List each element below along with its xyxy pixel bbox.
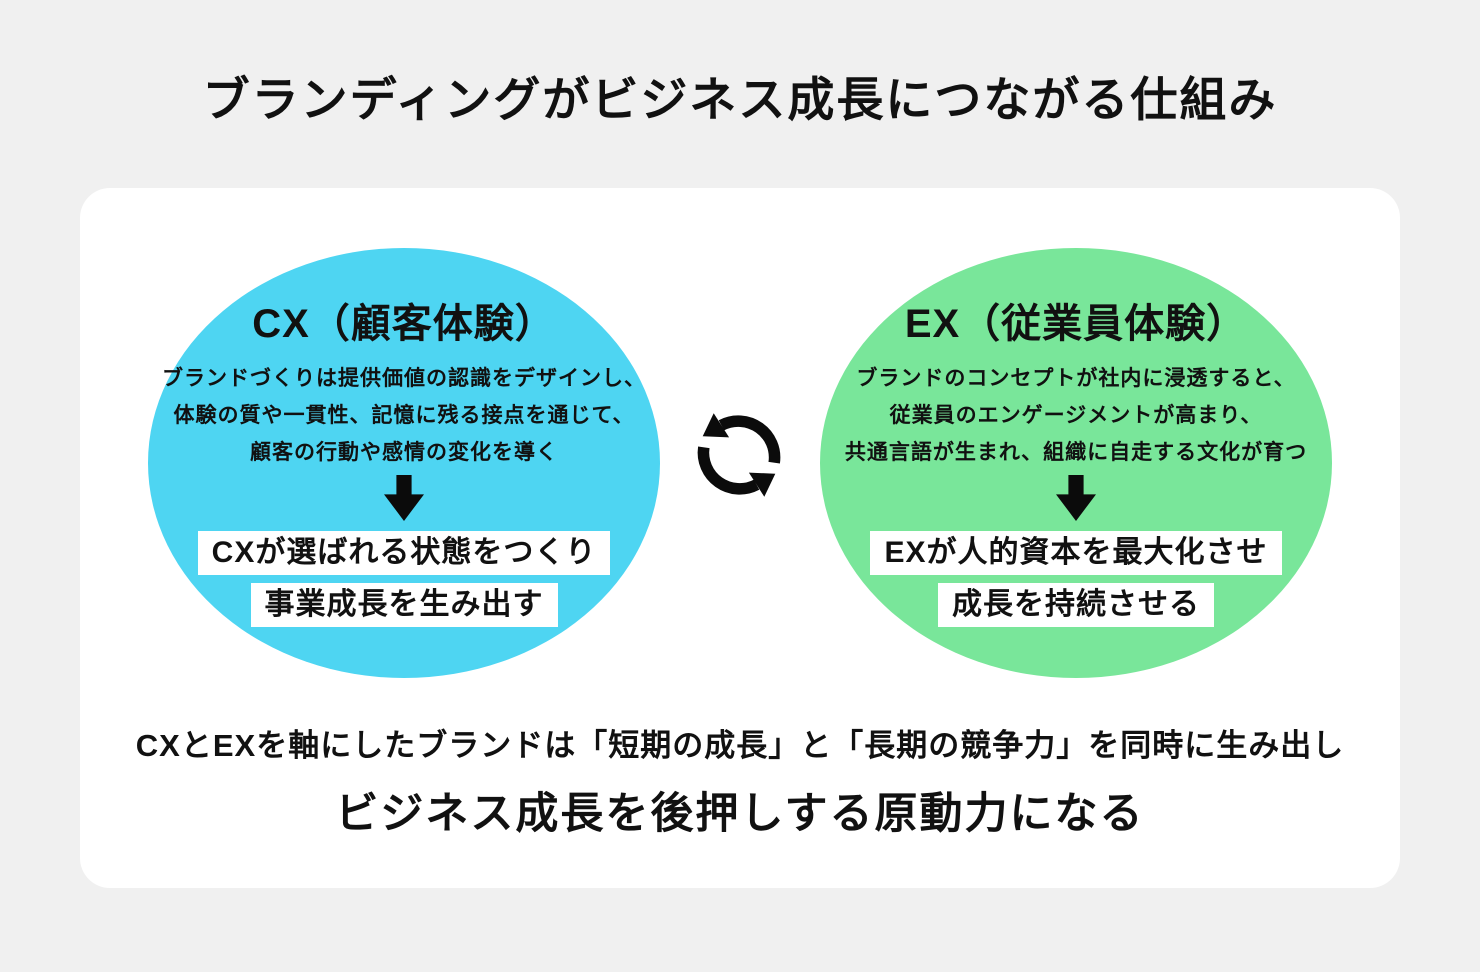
- cx-heading: CX（顧客体験）: [252, 302, 556, 346]
- diagram-card: CX（顧客体験） ブランドづくりは提供価値の認識をデザインし、 体験の質や一貫性…: [80, 188, 1400, 888]
- conclusion: CXとEXを軸にしたブランドは「短期の成長」と「長期の競争力」を同時に生み出し …: [80, 726, 1400, 840]
- conclusion-line1: CXとEXを軸にしたブランドは「短期の成長」と「長期の競争力」を同時に生み出し: [135, 728, 1345, 763]
- down-arrow-icon: [384, 475, 424, 521]
- cx-description: ブランドづくりは提供価値の認識をデザインし、 体験の質や一貫性、記憶に残る接点を…: [162, 360, 646, 471]
- ex-description: ブランドのコンセプトが社内に浸透すると、 従業員のエンゲージメントが高まり、 共…: [845, 360, 1307, 471]
- conclusion-line2: ビジネス成長を後押しする原動力になる: [335, 790, 1145, 838]
- down-arrow-icon: [1056, 475, 1096, 521]
- ex-heading: EX（従業員体験）: [904, 302, 1248, 346]
- cx-ellipse: CX（顧客体験） ブランドづくりは提供価値の認識をデザインし、 体験の質や一貫性…: [148, 248, 660, 678]
- cx-result-box: CXが選ばれる状態をつくり: [197, 531, 611, 575]
- ex-ellipse: EX（従業員体験） ブランドのコンセプトが社内に浸透すると、 従業員のエンゲージ…: [820, 248, 1332, 678]
- cx-description-line: 体験の質や一貫性、記憶に残る接点を通じて、: [173, 404, 635, 427]
- cx-result-box: 事業成長を生み出す: [250, 583, 558, 627]
- ex-result-box: EXが人的資本を最大化させ: [870, 531, 1282, 575]
- ex-result-box: 成長を持続させる: [938, 583, 1214, 627]
- cycle-arrows-icon: [684, 413, 794, 510]
- cx-description-line: 顧客の行動や感情の変化を導く: [250, 441, 558, 464]
- ex-description-line: 共通言語が生まれ、組織に自走する文化が育つ: [844, 441, 1308, 464]
- cx-description-line: ブランドづくりは提供価値の認識をデザインし、: [162, 367, 646, 390]
- ex-description-line: ブランドのコンセプトが社内に浸透すると、: [856, 367, 1296, 390]
- page-title: ブランディングがビジネス成長につながる仕組み: [202, 73, 1278, 126]
- ex-description-line: 従業員のエンゲージメントが高まり、: [889, 404, 1263, 427]
